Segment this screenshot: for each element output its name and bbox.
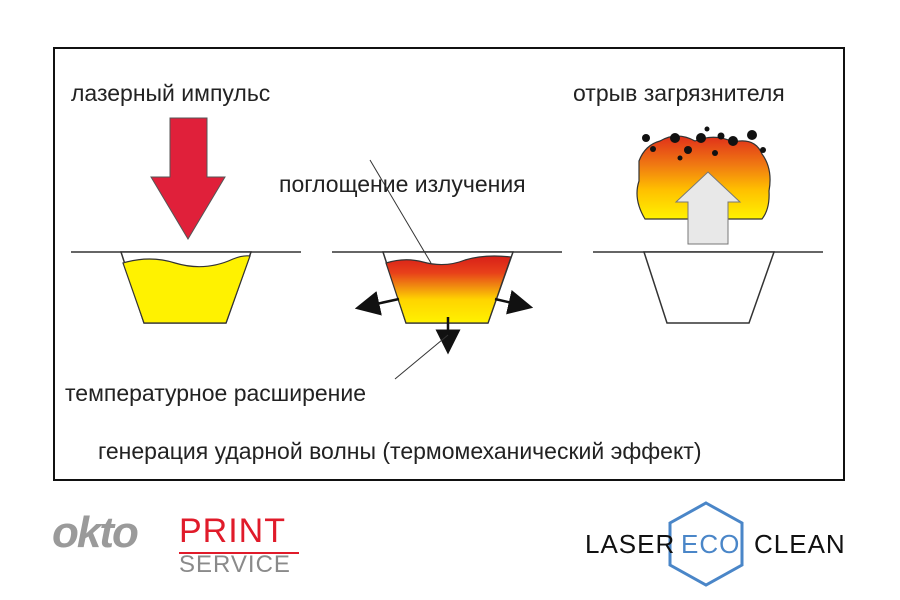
heated-contaminant [385,255,512,324]
label-thermal-expansion: температурное расширение [65,380,367,406]
laser-cleaning-diagram [71,117,823,380]
okto-print-text: PRINT [179,512,286,550]
up-arrow-icon [674,171,742,245]
contaminant-fill [122,255,251,324]
expansion-left-arrow-icon [354,291,400,316]
expansion-pointer [394,334,449,380]
absorption-pointer [369,159,432,264]
laser-eco-clean-logo: LASER ECO CLEAN [585,500,850,588]
panel-laser-pulse [71,117,301,324]
logo-eco-text: ECO [681,529,741,559]
label-absorption: поглощение излучения [279,171,526,197]
label-detachment: отрыв загрязнителя [573,80,785,106]
particles [642,126,766,161]
label-shock-wave: генерация ударной волны (термомеханическ… [98,438,702,464]
empty-cavity-outline [642,251,776,324]
label-laser-pulse: лазерный импульс [71,80,271,106]
panel-detachment [593,126,823,324]
logo-clean-text: CLEAN [754,529,846,559]
okto-print-service-logo: okto PRINT SERVICE [52,506,302,578]
laser-arrow-icon [150,117,226,240]
hexagon-icon [668,501,744,587]
diagram-frame: лазерный импульс поглощение излучения от… [53,47,845,481]
okto-service-text: SERVICE [179,551,291,578]
okto-divider [179,552,299,554]
logo-laser-text: LASER [585,529,676,559]
okto-brand-text: okto [52,508,139,557]
expansion-right-arrow-icon [494,290,534,315]
panel-absorption [332,159,562,380]
